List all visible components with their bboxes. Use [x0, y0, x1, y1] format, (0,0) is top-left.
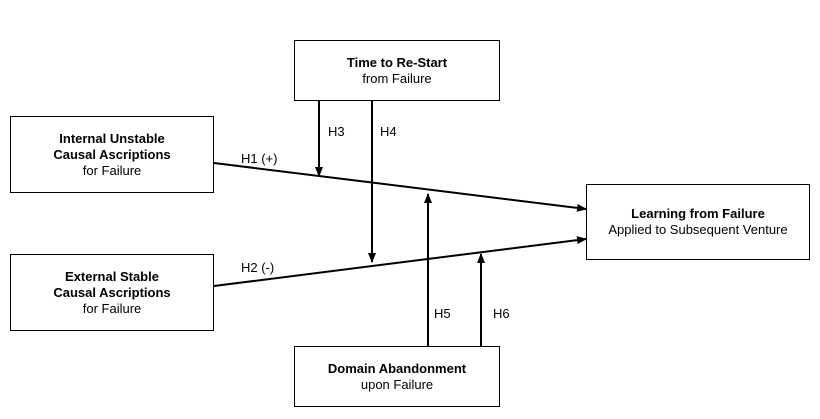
time-to-restart-box: Time to Re-Start from Failure — [294, 40, 500, 101]
h6-label: H6 — [493, 306, 510, 321]
external-stable-title: External Stable — [65, 268, 159, 284]
h2-arrow — [213, 236, 587, 287]
external-stable-box: External Stable Causal Ascriptions for F… — [10, 254, 214, 331]
h5-label: H5 — [434, 306, 451, 321]
learning-subtitle: Applied to Subsequent Venture — [608, 222, 788, 237]
h3-label: H3 — [328, 124, 345, 139]
h1-arrow — [213, 162, 587, 212]
h1-label: H1 (+) — [241, 151, 278, 166]
time-to-restart-subtitle: from Failure — [362, 70, 432, 86]
learning-title: Learning from Failure — [631, 206, 765, 221]
internal-causal-ascriptions: Causal Ascriptions — [53, 146, 171, 162]
domain-abandonment-subtitle: upon Failure — [360, 376, 434, 392]
h2-label: H2 (-) — [241, 260, 275, 275]
domain-abandonment-box: Domain Abandonment upon Failure — [294, 346, 500, 407]
learning-from-failure-box: Learning from Failure Applied to Subsequ… — [586, 184, 810, 260]
h4-label: H4 — [380, 124, 397, 139]
external-for-failure: for Failure — [82, 300, 142, 316]
time-to-restart-title: Time to Re-Start — [346, 54, 448, 70]
internal-unstable-box: Internal Unstable Causal Ascriptions for… — [10, 116, 214, 193]
internal-unstable-title: Internal Unstable — [59, 130, 165, 146]
external-causal-ascriptions: Causal Ascriptions — [53, 284, 171, 300]
domain-abandonment-title: Domain Abandonment — [327, 360, 467, 376]
internal-for-failure: for Failure — [82, 162, 142, 178]
